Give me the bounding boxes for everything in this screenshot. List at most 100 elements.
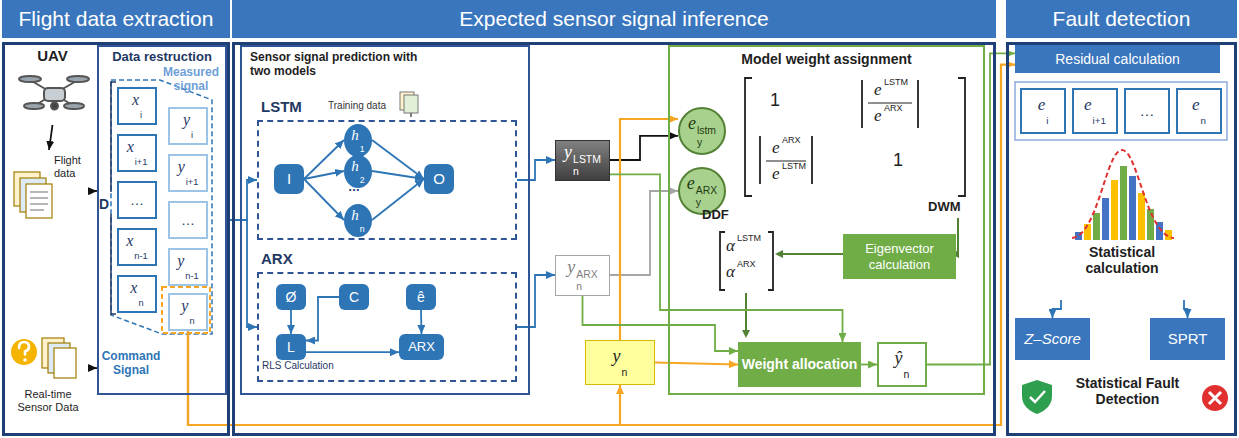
process-box: Eigenvector calculation bbox=[843, 234, 956, 279]
matrix-entry: e bbox=[772, 138, 780, 158]
test-box: Z–Score bbox=[1015, 318, 1090, 360]
statistics-box: Statistical calculation bbox=[1020, 148, 1225, 300]
script-stack: i bbox=[1046, 105, 1048, 126]
box-label: ê bbox=[417, 289, 425, 305]
box-label: … bbox=[181, 212, 195, 228]
icon-caption: Flight data bbox=[54, 154, 88, 179]
box-label: … bbox=[130, 192, 144, 208]
math-wrap: yi+1 bbox=[178, 158, 199, 187]
math-wrap: xn-1 bbox=[126, 232, 148, 261]
data-restruction-box: Data restructionxixi+1…xn-1xnyiyi+1…yn-1… bbox=[97, 45, 227, 395]
panel-header: Expected sensor signal inference bbox=[232, 0, 996, 38]
math-wrap: h1 bbox=[351, 126, 364, 154]
connector bbox=[304, 140, 344, 179]
math-base: e bbox=[688, 113, 696, 133]
script-stack: n bbox=[360, 215, 365, 234]
script-stack: i+1 bbox=[135, 148, 148, 168]
subscript: n bbox=[904, 369, 910, 381]
script-stack: ARXy bbox=[696, 185, 717, 209]
text-wrap: SPRT bbox=[1168, 330, 1208, 347]
panel-border bbox=[2, 42, 230, 436]
sensor-data-icon: Real-time Sensor Data bbox=[8, 330, 88, 425]
panel-title: Fault detection bbox=[1053, 7, 1191, 31]
math-base: h bbox=[351, 158, 359, 174]
superscript: ARX bbox=[696, 185, 717, 197]
math-base: y bbox=[183, 111, 190, 128]
measured-cell: yn bbox=[168, 293, 208, 331]
measured-cell: yi+1 bbox=[168, 154, 208, 192]
matrix-entry: 1 bbox=[770, 90, 780, 111]
window-bracket bbox=[111, 82, 116, 314]
text-wrap: … bbox=[181, 212, 195, 228]
box-label: … bbox=[1140, 102, 1155, 119]
subscript: i+1 bbox=[1093, 115, 1106, 126]
lstm-output: yLSTMn bbox=[555, 140, 610, 181]
subscript: n bbox=[138, 298, 143, 309]
connector bbox=[304, 179, 344, 220]
math-wrap: xi+1 bbox=[127, 138, 148, 167]
matrix-entry: e bbox=[772, 164, 780, 184]
superscript: ARX bbox=[737, 259, 756, 269]
math-wrap: yn-1 bbox=[177, 252, 199, 281]
math-base: e bbox=[1084, 95, 1092, 114]
math-wrap: hn bbox=[351, 206, 364, 234]
box-label: Z–Score bbox=[1024, 330, 1081, 347]
arx-output: yARXn bbox=[555, 255, 610, 296]
math-base: y bbox=[181, 297, 188, 314]
superscript: LSTM bbox=[573, 154, 601, 166]
panel-header: Flight data extraction bbox=[2, 0, 230, 38]
residual-cell: ei bbox=[1020, 88, 1066, 134]
command-cell: xn-1 bbox=[117, 228, 157, 266]
box-label: Eigenvector calculation bbox=[865, 241, 934, 272]
script-spacer bbox=[185, 262, 198, 271]
current-sample-marker bbox=[162, 287, 210, 333]
box-label: L bbox=[287, 339, 295, 355]
command-cell: xi bbox=[117, 87, 157, 125]
connector bbox=[372, 140, 424, 179]
text-wrap: … bbox=[130, 192, 144, 208]
connector bbox=[306, 297, 339, 341]
connector bbox=[188, 65, 1015, 425]
connector bbox=[517, 160, 555, 180]
script-stack: n bbox=[622, 357, 628, 379]
text-wrap: Eigenvector calculation bbox=[843, 241, 956, 273]
panel-title: Expected sensor signal inference bbox=[459, 7, 768, 31]
script-spacer bbox=[1093, 105, 1106, 115]
matrix-brackets bbox=[720, 78, 965, 290]
math-wrap: yLSTMn bbox=[564, 142, 601, 178]
math-base: h bbox=[351, 207, 359, 223]
superscript: ARX bbox=[884, 103, 903, 113]
text-wrap: Ø bbox=[286, 289, 297, 305]
text-wrap: ê bbox=[417, 289, 425, 305]
subscript: n-1 bbox=[185, 271, 198, 282]
script-stack: n bbox=[904, 359, 910, 381]
math-base: y bbox=[178, 158, 185, 175]
math-base: y bbox=[567, 257, 575, 277]
text-wrap: Z–Score bbox=[1024, 330, 1081, 347]
math-base: x bbox=[130, 279, 137, 296]
box-heading: ARX bbox=[261, 250, 293, 267]
signal-name: Measured signal bbox=[160, 66, 222, 94]
connector bbox=[88, 367, 97, 369]
connector bbox=[304, 171, 344, 179]
math-wrap: yn bbox=[181, 297, 194, 326]
box-label: Ø bbox=[286, 289, 297, 305]
fail-icon bbox=[1202, 385, 1228, 411]
text-wrap: O bbox=[433, 170, 445, 187]
math-wrap: ŷn bbox=[895, 348, 910, 381]
math-base: x bbox=[127, 138, 134, 155]
subscript: n bbox=[573, 166, 601, 178]
box-label: ARX bbox=[408, 339, 435, 354]
panel-title: Flight data extraction bbox=[19, 7, 214, 31]
math-wrap: ei+1 bbox=[1084, 95, 1106, 126]
math-wrap: xi bbox=[132, 91, 142, 120]
script-stack: i bbox=[140, 101, 142, 121]
script-spacer bbox=[186, 168, 199, 177]
box-title: Data restruction bbox=[99, 50, 225, 65]
icon-caption: UAV bbox=[15, 47, 90, 64]
subscript: y bbox=[697, 137, 716, 149]
hidden-node: h1 bbox=[344, 124, 372, 157]
matrix-entry: e bbox=[874, 80, 882, 100]
script-spacer bbox=[1201, 105, 1206, 115]
dimension-label: D bbox=[99, 196, 109, 212]
